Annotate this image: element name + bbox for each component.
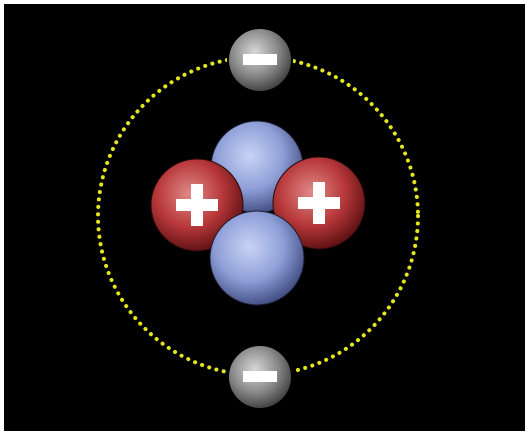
minus-icon: [243, 54, 277, 65]
neutron-bottom: [210, 211, 304, 305]
electron-bottom: [228, 345, 292, 409]
plus-icon-vertical: [313, 182, 325, 224]
minus-icon: [243, 371, 277, 382]
plus-icon-vertical: [191, 184, 203, 226]
electron-top: [228, 28, 292, 92]
nucleus: [151, 121, 365, 305]
